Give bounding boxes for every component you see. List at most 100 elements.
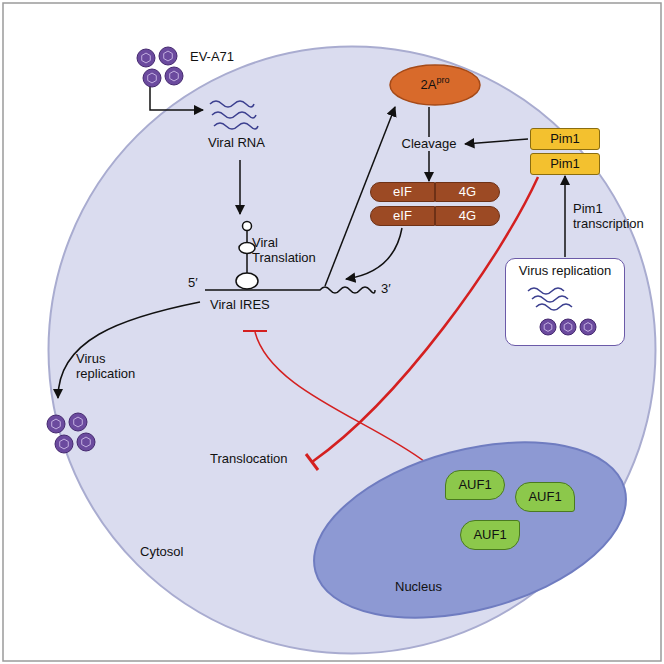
inhibition-line [312,177,538,462]
rna-strand [212,112,256,118]
ires-stem [246,254,248,273]
process-label: Translocation [210,452,288,467]
protein-blob: AUF1 [515,482,575,512]
label-text: 5′ [188,275,198,290]
factor-half: 4G [435,182,500,202]
capsid-facet [60,439,69,449]
capsid-facet [142,53,151,63]
node-text: Nucleus [395,580,442,595]
virus-particle [47,415,65,433]
node-label: 4G [459,209,476,224]
frame [3,3,661,661]
ellipse-shape [390,65,480,105]
label-text: EV-A71 [190,49,234,64]
cell: Cytosol2AproPim1Pim1eIF4GeIF4GVirus repl… [47,45,657,655]
node-label: AUF1 [473,528,506,543]
node-text: Virus replication [506,264,624,279]
rna-strand [214,123,258,129]
ires-loop [243,222,252,231]
inhibition-bar [306,454,318,470]
virus-capsid [580,319,596,335]
rna-strand [210,101,254,107]
rna-arrow [239,160,241,214]
virus-particle [137,49,155,67]
inhibition-line [255,332,425,462]
virus-capsid [560,319,576,335]
virus-particle [159,47,177,65]
rna-line [205,287,375,293]
label-text: Virus replication [76,351,135,381]
label-text: Viral RNA [208,135,265,150]
end-label: 5′ [188,276,198,291]
capsid-facet [148,73,157,83]
virus-particle [540,319,556,335]
node-text: 4G [436,207,499,225]
capsid-facet [82,437,91,447]
replication-box: Virus replication [505,258,625,346]
node-label: Pim1 [550,157,580,172]
ires-label: Viral IRES [210,298,270,313]
node-label: Cytosol [140,545,183,560]
virus-particle [580,319,596,335]
edge-label: Cleavage [400,137,459,152]
nucleus-envelope [300,430,640,630]
node-text: Pim1 [531,129,599,149]
node-label: 4G [459,185,476,200]
virus-particle [69,413,87,431]
node-text: Cytosol [140,545,183,560]
node-text: AUF1 [446,471,504,499]
nucleus: NucleusAUF1AUF1AUF1 [300,430,640,630]
node-label: eIF [393,209,412,224]
virus-capsid [69,413,87,431]
protein-blob: AUF1 [460,520,520,550]
virus-capsid [137,49,155,67]
node-text: Pim1 [531,154,599,174]
capsid-facet [74,417,83,427]
process-label: Virus replication [76,352,150,382]
rna-strand [528,288,564,294]
node-label: pro [436,75,449,85]
end-label: 3′ [381,282,391,297]
node-text: 4G [436,183,499,201]
pim1-cleavage-arrow [465,139,528,144]
virus-particle [77,433,95,451]
label-text: Viral IRES [210,297,270,312]
arrow-connector [564,176,566,257]
capsid-facet [564,323,572,332]
factor-half: 4G [435,206,500,226]
protein-blob: AUF1 [445,470,505,500]
node-text: AUF1 [461,521,519,549]
node-label: Pim1 [550,132,580,147]
factor-half: eIF [370,206,435,226]
release-arrow [58,302,200,398]
virus-name: EV-A71 [190,50,234,65]
virus-group [47,47,183,453]
ires-stem [246,231,248,243]
virus-capsid [55,435,73,453]
virus-capsid [540,319,556,335]
virus-particle [143,69,161,87]
translation-arrow [325,107,395,286]
node-label: Nucleus [395,580,442,595]
node-text: AUF1 [516,483,574,511]
node-label: 2A [421,78,437,93]
virus-capsid [165,67,183,85]
capsid-facet [164,51,173,61]
kinase-box: Pim1 [530,153,600,175]
kinase-box: Pim1 [530,128,600,150]
capsid-facet [52,419,61,429]
node-text: 2Apro [389,64,481,106]
label-text: Translocation [210,451,288,466]
virus-particle [560,319,576,335]
virus-capsid [143,69,161,87]
virus-capsid [77,433,95,451]
node-label: Virus replication [519,264,611,279]
inhibition-bar [243,330,267,332]
node-label: AUF1 [458,478,491,493]
node-label: eIF [393,185,412,200]
label-text: Viral Translation [252,235,316,265]
virus-capsid [159,47,177,65]
edge-label-text: Pim1 transcription [573,201,644,231]
virus-particle [55,435,73,453]
